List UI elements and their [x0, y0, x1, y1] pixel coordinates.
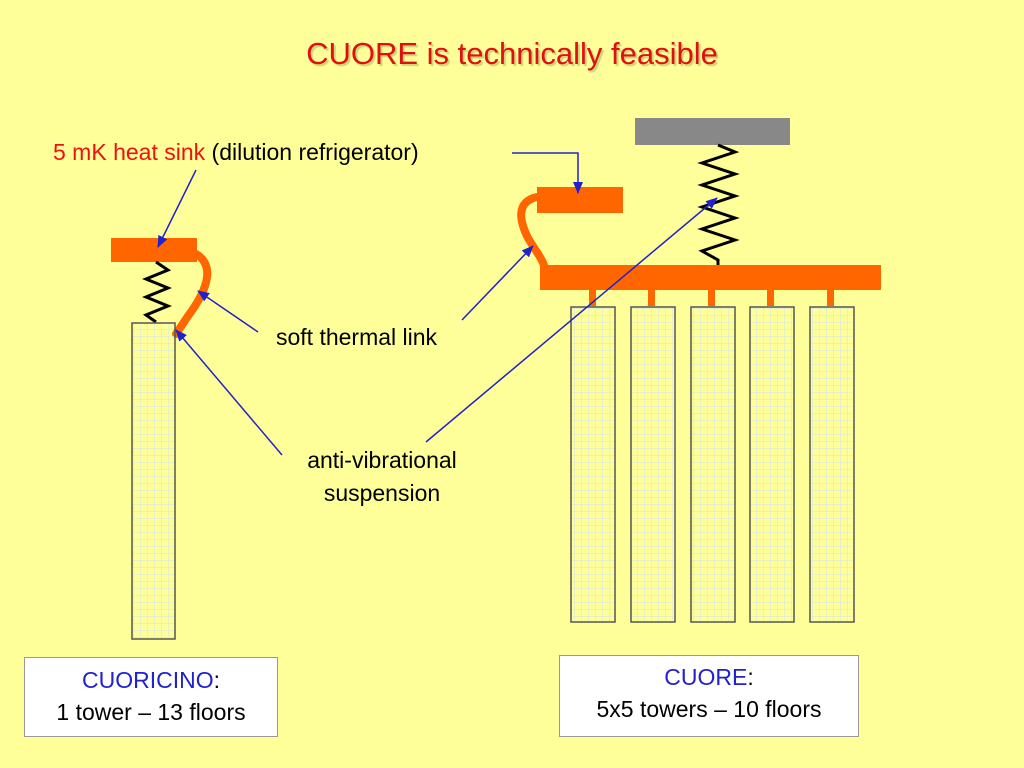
cuore-info-box: CUORE: 5x5 towers – 10 floors	[559, 655, 859, 737]
suspension-label: anti-vibrational suspension	[282, 447, 482, 507]
suspension-label-line1: anti-vibrational	[307, 447, 457, 473]
cuore-name: CUORE	[664, 664, 748, 690]
heat-sink-highlight: 5 mK heat sink	[53, 139, 206, 165]
arrow-suspension-right	[425, 197, 718, 443]
cuoricino-name: CUORICINO	[81, 667, 214, 693]
cuoricino-colon: :	[213, 667, 220, 693]
cuore-assembly	[517, 118, 881, 623]
cuore-heading: CUORE:	[560, 661, 858, 693]
cuore-support-plate	[540, 265, 881, 290]
cuore-tower	[809, 306, 855, 623]
cuore-detail: 5x5 towers – 10 floors	[596, 696, 822, 722]
heat-sink-label: 5 mK heat sink (dilution refrigerator)	[53, 139, 419, 166]
cuoricino-heat-sink	[111, 238, 197, 262]
cuore-heat-sink	[537, 187, 623, 213]
arrow-thermal-link-left	[197, 290, 259, 333]
cuoricino-spring-icon	[142, 260, 172, 324]
cuoricino-info-box: CUORICINO: 1 tower – 13 floors	[24, 657, 278, 737]
thermal-link-label: soft thermal link	[276, 324, 438, 350]
cuore-tower	[630, 306, 676, 623]
cuore-tower-connectors	[589, 290, 834, 306]
cuore-thermal-link	[517, 193, 549, 272]
cuoricino-tower	[131, 322, 176, 640]
arrow-suspension-left	[175, 329, 283, 456]
cuore-spring-icon	[697, 143, 740, 265]
cuore-tower	[749, 306, 795, 623]
heat-sink-rest: (dilution refrigerator)	[205, 139, 419, 165]
cuoricino-detail: 1 tower – 13 floors	[56, 699, 246, 725]
arrow-heat-sink-right	[512, 152, 583, 194]
cuore-tower	[690, 306, 736, 623]
cuore-towers	[570, 306, 855, 623]
arrow-thermal-link-right	[461, 245, 534, 321]
arrow-heat-sink-left	[157, 169, 197, 248]
cuore-tower	[570, 306, 616, 623]
suspension-label-line2: suspension	[323, 480, 441, 506]
cuore-colon: :	[747, 664, 754, 690]
cuoricino-assembly	[111, 238, 212, 640]
page-title: CUORE is technically feasible	[306, 36, 718, 71]
cuoricino-thermal-link	[172, 250, 212, 338]
annotation-arrows	[157, 152, 718, 456]
cuoricino-heading: CUORICINO:	[25, 664, 277, 696]
cuore-mount-plate	[635, 118, 790, 145]
